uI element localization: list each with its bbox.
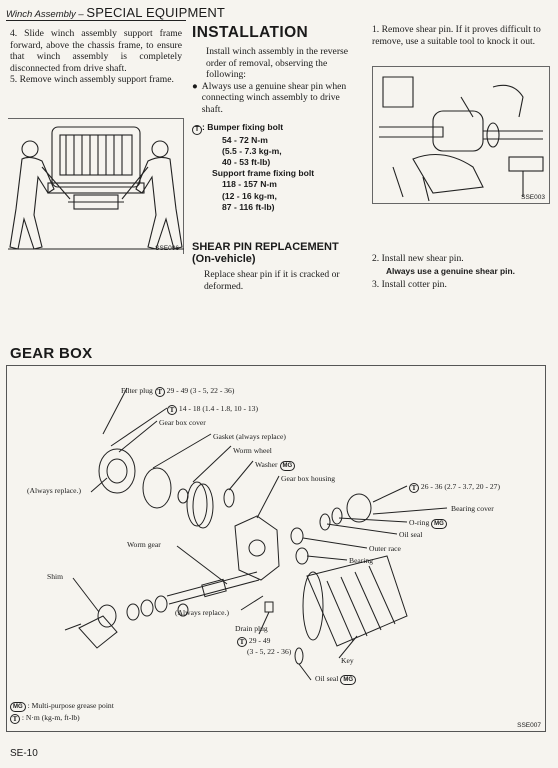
page-header: Winch Assembly – SPECIAL EQUIPMENT [6,4,225,22]
label-drain-torque-2: (3 - 5, 22 - 36) [247,647,292,656]
legend-torque-text: : N·m (kg-m, ft-lb) [21,713,80,722]
step-2-note: Always use a genuine shear pin. [386,266,515,276]
label-drain-plug: Drain plug [235,624,268,633]
shear-text: Replace shear pin if it is cracked or de… [204,268,340,292]
label-torque: 29 - 49 [248,636,271,645]
bumper-nm: 54 - 72 N-m [222,134,268,145]
label-key: Key [341,656,354,665]
mg-icon: MG [340,675,356,685]
legend-torque: T : N·m (kg-m, ft-lb) [10,712,114,724]
label-filter-plug: Filter plug T 29 - 49 (3 - 5, 22 - 36) [121,386,234,397]
shear-pin-section: SHEAR PIN REPLACEMENT (On-vehicle) Repla… [192,241,360,292]
label-bearing: Bearing [349,556,374,565]
label-torque: 29 - 49 (3 - 5, 22 - 36) [166,386,235,395]
support-nm: 118 - 157 N-m [222,179,277,190]
figure-mechanics-removing-winch: SSE006 [8,118,184,254]
torque-icon: T [167,405,177,415]
figure-id: SSE007 [517,722,541,729]
installation-section: INSTALLATION Install winch assembly in t… [192,24,360,292]
diagram-legend: MG : Multi-purpose grease point T : N·m … [10,700,114,724]
label-outer-race: Outer race [369,544,401,553]
label-worm-gear: Worm gear [127,540,161,549]
figure-id: SSE003 [521,194,545,201]
label-t26: T 26 - 36 (2.7 - 3.7, 20 - 27) [409,482,500,493]
label-shim: Shim [47,572,64,581]
torque-icon: T [237,637,247,647]
label-always-replace: (Always replace.) [27,486,81,495]
step-5: 5. Remove winch assembly support frame. [10,74,174,86]
left-column: 4. Slide winch assembly support frame fo… [10,28,182,86]
header-dash: – [75,9,87,20]
label-text: Washer [255,460,278,469]
label-worm-wheel: Worm wheel [233,446,272,455]
page-number: SE-10 [10,748,38,759]
bumper-kgm: (5.5 - 7.3 kg-m, [222,145,282,156]
support-kgm: (12 - 16 kg-m, [222,190,277,201]
mechanics-illustration [8,126,184,250]
label-drain-torque: T 29 - 49 [237,636,270,647]
label-oil-seal: Oil seal [399,530,423,539]
step-4: 4. Slide winch assembly support frame fo… [10,28,182,74]
label-text: O-ring [409,518,430,527]
section-name: Winch Assembly [6,9,76,20]
bullet-mark: ● [192,80,198,92]
label-torque: 14 - 18 (1.4 - 1.8, 10 - 13) [178,404,258,413]
installation-heading: INSTALLATION [192,24,309,41]
support-ftlb: 87 - 116 ft-lb) [222,201,275,212]
bullet-text: Always use a genuine shear pin when conn… [201,80,347,115]
figure-shear-pin-removal: SSE003 [372,66,550,204]
label-washer: Washer MG [255,460,296,471]
gear-box-title: GEAR BOX [10,345,93,362]
header-rule [6,20,186,21]
step-3: 3. Install cotter pin. [372,279,447,290]
label-bearing-cover: Bearing cover [451,504,494,513]
legend-mg-text: : Multi-purpose grease point [27,701,114,710]
label-o-ring: O-ring MG [409,518,447,529]
gear-box-illustration [64,387,448,681]
label-t14: T 14 - 18 (1.4 - 1.8, 10 - 13) [167,404,258,415]
label-gear-box-housing: Gear box housing [281,474,335,483]
shear-heading: SHEAR PIN REPLACEMENT [192,240,339,253]
torque-spec: T: Bumper fixing bolt 54 - 72 N-m (5.5 -… [192,122,360,213]
step-1: 1. Remove shear pin. If it proves diffic… [372,24,541,47]
shear-subheading: (On-vehicle) [192,253,256,266]
right-column: 1. Remove shear pin. If it proves diffic… [372,24,552,47]
legend-mg: MG : Multi-purpose grease point [10,700,114,712]
mg-icon: MG [279,461,296,471]
mg-icon: MG [431,519,447,529]
installation-intro: Install winch assembly in the reverse or… [206,46,348,81]
torque-icon: T [10,714,20,724]
torque-icon: T [192,124,202,135]
gear-box-exploded-diagram: Filter plug T 29 - 49 (3 - 5, 22 - 36) T… [6,365,546,732]
label-torque: 26 - 36 (2.7 - 3.7, 20 - 27) [420,482,500,491]
label-always-replace-2: (Always replace.) [175,608,229,617]
header-title: SPECIAL EQUIPMENT [86,5,226,20]
bumper-ftlb: 40 - 53 ft-lb) [222,156,271,167]
support-label: Support frame fixing bolt [212,168,315,179]
bumper-label: : Bumper fixing bolt [202,121,284,132]
torque-icon: T [409,483,419,493]
label-gear-box-cover: Gear box cover [159,418,206,427]
label-text: Filter plug [121,386,153,395]
step-2: 2. Install new shear pin. [372,253,464,264]
figure-id: SSE006 [155,245,179,252]
label-oil-seal-2: Oil seal MG [315,674,356,685]
shear-pin-illustration [379,76,544,202]
mg-icon: MG [10,702,26,712]
bullet-item: ● Always use a genuine shear pin when co… [192,81,360,116]
label-text: Oil seal [315,674,339,683]
install-steps: 2. Install new shear pin. Always use a g… [372,252,552,291]
torque-icon: T [154,387,165,397]
label-gasket: Gasket (always replace) [213,432,286,441]
